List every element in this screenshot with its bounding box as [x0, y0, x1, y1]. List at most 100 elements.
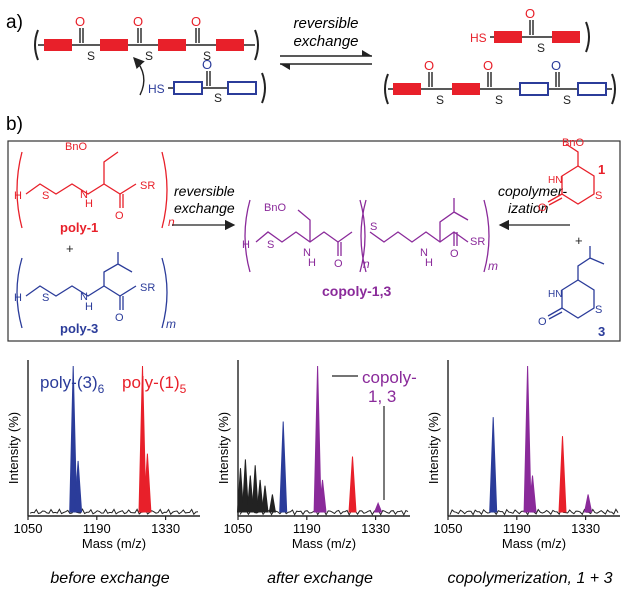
carbonyl-o: O: [450, 248, 459, 260]
blue-block: [519, 82, 549, 96]
carbonyl-o: O: [424, 58, 434, 73]
peak-label-poly-3: poly-(3)6: [40, 373, 105, 396]
monomer-3-label: 3: [598, 324, 605, 339]
sr-terminus: SR: [140, 282, 155, 294]
carbonyl-o: O: [202, 57, 212, 72]
spectrum-caption: before exchange: [50, 570, 169, 587]
sulfur-atom: S: [563, 93, 571, 107]
nh-atom: H: [85, 198, 93, 210]
sulfur-atom: S: [370, 221, 377, 233]
bno-group: BnO: [264, 202, 286, 214]
sulfur-atom: S: [436, 93, 444, 107]
blue-block: [227, 81, 257, 95]
spectrum-peak: [261, 485, 269, 513]
spectrum-peak: [268, 494, 276, 513]
x-axis-label: Mass (m/z): [502, 536, 566, 551]
plus-sign: +: [575, 233, 583, 248]
carbonyl-o: O: [191, 14, 201, 29]
spectrum-peak: [313, 365, 322, 513]
x-tick-label: 1330: [151, 521, 180, 536]
n-atom: N: [303, 247, 311, 259]
carbonyl-o: O: [75, 14, 85, 29]
panel-b-label: b): [6, 114, 23, 135]
red-block: [494, 31, 522, 43]
baseline-noise: [29, 508, 199, 516]
carbonyl-o: O: [538, 202, 547, 214]
x-tick-label: 1190: [293, 521, 321, 536]
sulfur-atom: S: [595, 190, 602, 202]
monomer-1-label: 1: [598, 162, 605, 177]
sulfur-atom: S: [145, 49, 153, 63]
blue-thiol-fragment: HS O S: [133, 56, 266, 105]
carbonyl-o: O: [115, 312, 124, 324]
h-terminus: H: [242, 239, 250, 251]
y-axis-label: Intensity (%): [426, 412, 441, 484]
spectrum-peak: [69, 365, 78, 513]
exchange-label-bottom: exchange: [174, 200, 235, 216]
spectrum-caption: after exchange: [267, 570, 373, 587]
spectrum-peak: [583, 494, 593, 513]
thiol-hs: HS: [148, 82, 165, 96]
peak-label-copoly: copoly-: [362, 368, 417, 387]
spectrum-peak: [523, 365, 532, 513]
poly-3-label: poly-3: [60, 321, 98, 336]
sulfur-atom: S: [203, 49, 211, 63]
spectrum-peak: [348, 456, 357, 513]
h-terminus: H: [14, 292, 22, 304]
spectrum-peak: [251, 465, 259, 513]
carbonyl-o: O: [551, 58, 561, 73]
sr-terminus: SR: [140, 180, 155, 192]
x-tick-label: 1330: [571, 521, 600, 536]
red-block: [552, 31, 580, 43]
monomer-3-structure: [547, 246, 605, 320]
carbonyl-o: O: [525, 6, 535, 21]
sr-terminus: SR: [470, 236, 485, 248]
subscript-m: m: [488, 259, 498, 273]
n-atom: N: [80, 291, 88, 303]
x-tick-label: 1050: [434, 521, 463, 536]
hn-atom: HN: [548, 289, 562, 300]
poly-1-label: poly-1: [60, 220, 98, 235]
blue-block: [577, 82, 607, 96]
equilibrium-arrows: reversible exchange: [280, 15, 372, 70]
spectrum-peak: [373, 501, 383, 513]
x-tick-label: 1190: [503, 521, 531, 536]
subscript-m: m: [166, 317, 176, 331]
copoly-label: copoly-1,3: [322, 283, 391, 299]
x-axis-label: Mass (m/z): [82, 536, 146, 551]
sulfur-atom: S: [595, 304, 602, 316]
x-tick-label: 1050: [224, 521, 253, 536]
red-block: [452, 83, 480, 95]
x-tick-label: 1330: [361, 521, 390, 536]
spectrum-peak: [279, 421, 288, 513]
sulfur-atom: S: [42, 292, 49, 304]
copolymerization-label-top: copolymer-: [498, 183, 567, 199]
subscript-n: n: [168, 215, 175, 229]
sulfur-atom: S: [537, 41, 545, 55]
panel-a-label: a): [6, 12, 23, 33]
arrow-label-bottom: exchange: [293, 33, 358, 50]
scheme-box: [7, 140, 621, 342]
n-atom: N: [420, 247, 428, 259]
sulfur-atom: S: [42, 190, 49, 202]
blue-block: [173, 81, 203, 95]
mixed-polymer-chain: O O O S S S: [384, 58, 616, 107]
exchange-label-top: reversible: [174, 183, 235, 199]
spectrum-peak: [74, 460, 83, 513]
nh-atom: H: [425, 257, 433, 269]
carbonyl-o: O: [115, 210, 124, 222]
nh-atom: H: [308, 257, 316, 269]
red-block: [100, 39, 128, 51]
spectrum-peak: [489, 417, 498, 513]
spectrum-peak: [318, 479, 327, 513]
x-tick-label: 1050: [14, 521, 43, 536]
spectrum-peak: [241, 459, 249, 513]
monomer-1-structure: [547, 143, 595, 206]
carbonyl-o: O: [538, 316, 547, 328]
hn-atom: HN: [548, 175, 562, 186]
poly-3-structure: [16, 252, 168, 329]
